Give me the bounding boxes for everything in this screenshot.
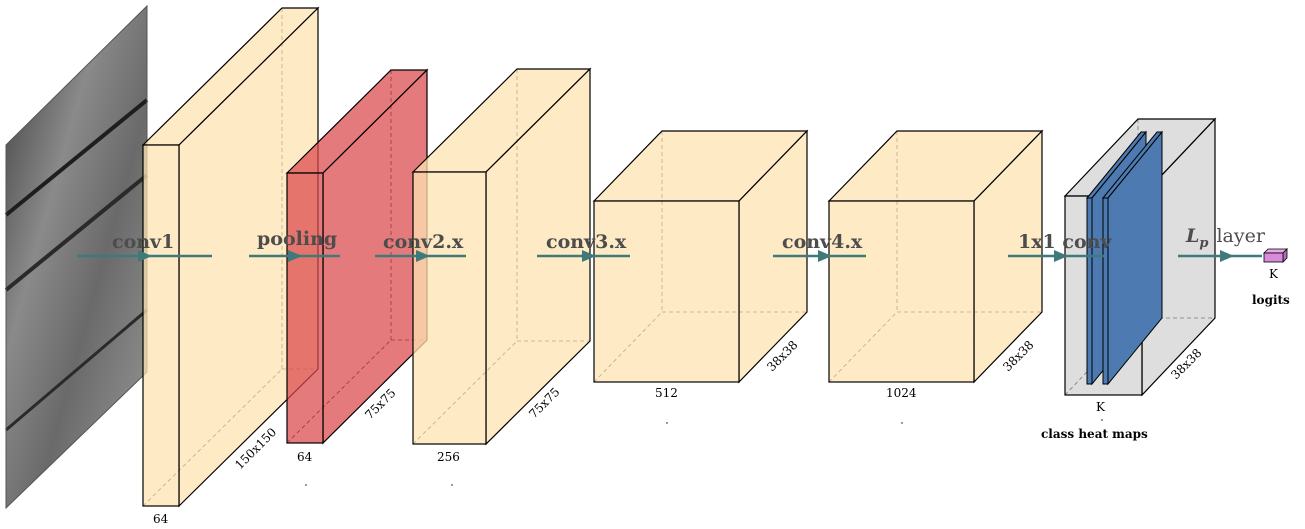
label-conv1: conv1 (112, 231, 174, 253)
label-pooling: pooling (257, 228, 337, 250)
dim-conv3-depth: 512 (655, 386, 678, 400)
logits-block (1263, 248, 1288, 263)
block-conv4 (827, 129, 1044, 384)
block-conv3 (592, 129, 809, 384)
caption-logits: logits (1252, 293, 1290, 307)
label-conv4: conv4.x (782, 231, 863, 253)
dim-conv4-depth: 1024 (886, 386, 917, 400)
label-conv2: conv2.x (383, 231, 464, 253)
block-conv2 (411, 67, 592, 446)
dim-heat-depth: K (1096, 400, 1106, 414)
dim-pool-depth: 64 (297, 450, 313, 464)
block-conv1 (141, 6, 320, 508)
dim-conv2-depth: 256 (437, 450, 460, 464)
label-1x1-conv: 1x1 conv (1018, 231, 1112, 253)
label-conv3: conv3.x (546, 231, 627, 253)
dim-conv1-depth: 64 (153, 512, 169, 526)
heat-map-slabs (1085, 130, 1164, 386)
caption-class-heat-maps: class heat maps (1041, 427, 1148, 441)
dim-logits-depth: K (1269, 267, 1279, 281)
